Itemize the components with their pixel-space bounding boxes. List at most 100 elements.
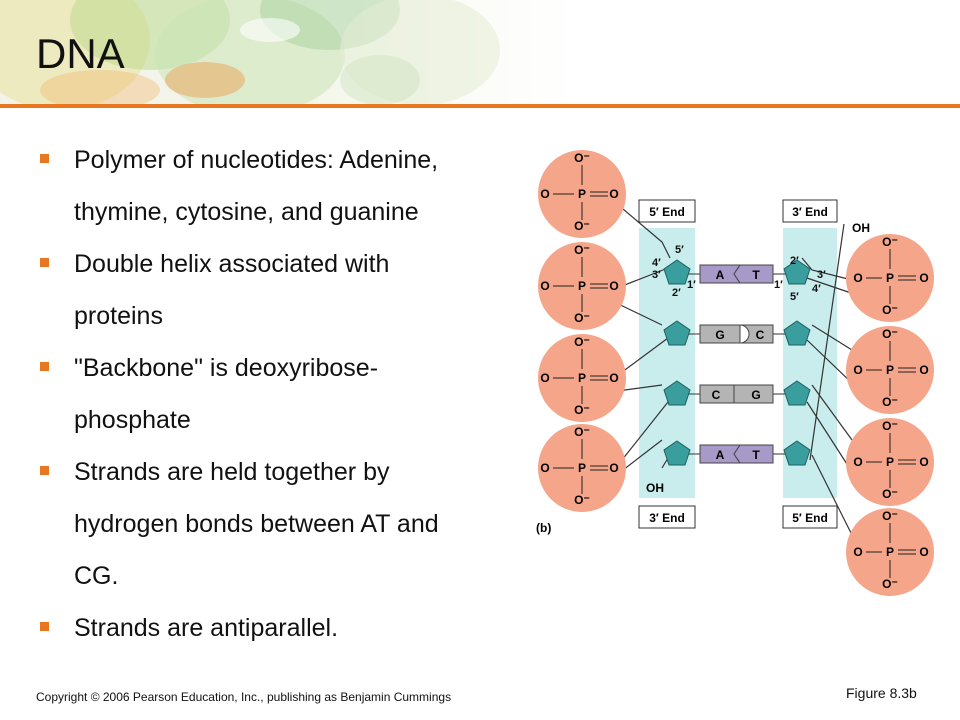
bullet-item: "Backbone" is deoxyribose- phosphate	[38, 342, 518, 446]
base-label: C	[712, 388, 721, 402]
svg-text:O: O	[540, 371, 549, 385]
bullet-line: CG.	[74, 562, 119, 590]
base-label: A	[716, 448, 725, 462]
svg-text:5′: 5′	[675, 244, 684, 256]
svg-text:O⁻: O⁻	[574, 425, 590, 439]
phosphate-group: O⁻ O⁻ O P O	[538, 150, 626, 238]
deoxyribose-sugar	[783, 380, 811, 406]
deoxyribose-sugar	[663, 320, 691, 346]
phosphate-group: O⁻ O⁻ O P O	[538, 424, 626, 512]
svg-text:O⁻: O⁻	[882, 303, 898, 317]
svg-text:O: O	[853, 271, 862, 285]
svg-text:1′: 1′	[687, 279, 696, 291]
bullet-square-icon	[40, 258, 49, 267]
dna-structure-figure: 5′ End 3′ End 3′ End 5′ End O⁻ O⁻ O P O …	[536, 150, 934, 596]
svg-text:O⁻: O⁻	[882, 395, 898, 409]
svg-text:P: P	[578, 187, 586, 201]
svg-text:O⁻: O⁻	[882, 235, 898, 249]
svg-text:O: O	[853, 545, 862, 559]
title-banner	[0, 0, 960, 108]
svg-text:O⁻: O⁻	[882, 509, 898, 523]
phosphate-group: O⁻ O⁻ O P O	[846, 418, 934, 506]
svg-text:4′: 4′	[652, 257, 661, 269]
svg-text:O: O	[540, 461, 549, 475]
base-label: A	[716, 268, 725, 282]
hydroxyl-label: OH	[852, 221, 870, 235]
svg-text:O: O	[609, 371, 618, 385]
base-connectors	[687, 273, 786, 455]
bullet-line: hydrogen bonds between AT and	[74, 510, 439, 538]
bullet-line: proteins	[74, 302, 163, 330]
svg-text:5′ End: 5′ End	[792, 511, 828, 525]
deoxyribose-sugar	[663, 440, 691, 466]
svg-text:O⁻: O⁻	[882, 487, 898, 501]
svg-text:2′: 2′	[790, 255, 799, 267]
end-label-3-right-top: 3′ End	[782, 199, 838, 223]
cell-illustration-banner	[0, 0, 500, 104]
bullet-item: Polymer of nucleotides: Adenine, thymine…	[38, 134, 518, 238]
base-pair-3: C G	[699, 384, 774, 404]
svg-text:P: P	[578, 371, 586, 385]
bullet-square-icon	[40, 466, 49, 475]
base-pair-1: A T	[699, 264, 774, 284]
figure-reference: Figure 8.3b	[846, 685, 917, 701]
svg-text:O: O	[853, 455, 862, 469]
svg-text:O: O	[609, 461, 618, 475]
phosphate-group: O⁻ O⁻ O P O	[538, 334, 626, 422]
svg-text:O: O	[919, 363, 928, 377]
panel-label: (b)	[536, 521, 551, 535]
bullet-line: phosphate	[74, 406, 191, 434]
svg-text:4′: 4′	[812, 283, 821, 295]
svg-text:1′: 1′	[774, 279, 783, 291]
svg-text:P: P	[578, 461, 586, 475]
svg-text:O⁻: O⁻	[882, 577, 898, 591]
svg-text:3′ End: 3′ End	[792, 205, 828, 219]
bullet-square-icon	[40, 362, 49, 371]
svg-text:3′ End: 3′ End	[649, 511, 685, 525]
bullet-line: Strands are antiparallel.	[74, 614, 339, 642]
svg-text:3′: 3′	[817, 269, 826, 281]
svg-text:O: O	[853, 363, 862, 377]
bullet-line: "Backbone" is deoxyribose-	[74, 354, 379, 382]
phosphate-group: O⁻ O⁻ O P O	[846, 234, 934, 322]
base-pair-2: G C	[699, 324, 774, 344]
deoxyribose-sugar	[783, 259, 811, 285]
right-sugars	[783, 259, 811, 466]
svg-text:O⁻: O⁻	[574, 219, 590, 233]
bullet-item: Strands are antiparallel.	[38, 602, 518, 654]
svg-text:O⁻: O⁻	[574, 151, 590, 165]
hydroxyl-label: OH	[646, 481, 664, 495]
bullet-line: thymine, cytosine, and guanine	[74, 198, 419, 226]
right-backbone	[801, 223, 855, 536]
bullet-line: Polymer of nucleotides: Adenine,	[74, 146, 439, 174]
left-sugars	[663, 259, 691, 466]
svg-text:2′: 2′	[672, 287, 681, 299]
base-label: T	[752, 448, 760, 462]
bullet-line: Strands are held together by	[74, 458, 390, 486]
base-label: G	[751, 388, 760, 402]
svg-text:O⁻: O⁻	[574, 311, 590, 325]
end-label-3-left-bottom: 3′ End	[638, 505, 696, 529]
bullet-square-icon	[40, 622, 49, 631]
svg-text:O: O	[919, 545, 928, 559]
title-underline	[0, 104, 960, 108]
svg-text:P: P	[886, 545, 894, 559]
deoxyribose-sugar	[663, 380, 691, 406]
svg-text:P: P	[886, 455, 894, 469]
end-label-5-left-top: 5′ End	[638, 199, 696, 223]
svg-text:3′: 3′	[652, 269, 661, 281]
svg-text:P: P	[886, 271, 894, 285]
svg-text:P: P	[578, 279, 586, 293]
base-label: G	[715, 328, 724, 342]
svg-text:O⁻: O⁻	[882, 419, 898, 433]
svg-text:O: O	[919, 455, 928, 469]
svg-text:O: O	[540, 187, 549, 201]
phosphate-group: O⁻ O⁻ O P O	[538, 242, 626, 330]
bullet-item: Double helix associated with proteins	[38, 238, 518, 342]
svg-text:O⁻: O⁻	[882, 327, 898, 341]
svg-text:5′: 5′	[790, 291, 799, 303]
bullet-line: Double helix associated with	[74, 250, 390, 278]
slide-title: DNA	[36, 30, 125, 77]
svg-text:O⁻: O⁻	[574, 335, 590, 349]
end-label-5-right-bottom: 5′ End	[782, 505, 838, 529]
